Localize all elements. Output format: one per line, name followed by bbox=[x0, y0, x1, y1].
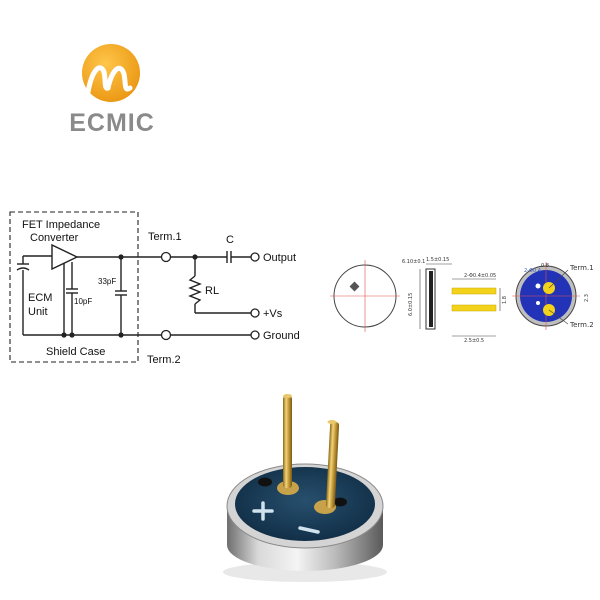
microphone-photo bbox=[223, 394, 387, 582]
pin-left-tip bbox=[283, 394, 292, 398]
dim-line bbox=[548, 269, 569, 289]
junction-dot bbox=[61, 332, 67, 338]
dim-width-label: 6.10±0.1 bbox=[402, 259, 425, 265]
back-view: 2-Φ0.4 0.8 2.3 Term.1 Term.2 bbox=[512, 262, 594, 330]
pcb-face bbox=[235, 467, 375, 541]
pin-right bbox=[325, 422, 340, 509]
ground-via bbox=[535, 283, 541, 289]
term2-terminal bbox=[160, 329, 172, 341]
converter-label-2: Converter bbox=[30, 232, 79, 244]
junction-dot bbox=[118, 332, 124, 338]
term2-label: Term.2 bbox=[147, 354, 181, 366]
dim-pad-label: 2-Φ0.4 bbox=[524, 268, 541, 274]
back-term2-label: Term.2 bbox=[569, 321, 594, 329]
dim-pin-label: 2-Φ0.4±0.05 bbox=[464, 273, 496, 279]
ecm-label-1: ECM bbox=[28, 292, 52, 304]
dim-height-label: 6.0±0.15 bbox=[408, 293, 414, 316]
output-label: Output bbox=[263, 252, 296, 264]
shield-case-box bbox=[9, 211, 139, 363]
ground-terminal bbox=[250, 330, 260, 340]
dim-top-label: 0.8 bbox=[541, 263, 549, 269]
plus-mark-icon bbox=[252, 501, 274, 521]
pcb-pad-dark bbox=[258, 477, 272, 487]
shield-case-label: Shield Case bbox=[46, 346, 105, 358]
term1-terminal bbox=[160, 251, 172, 263]
junction-dot bbox=[69, 332, 75, 338]
vs-terminal bbox=[250, 308, 260, 318]
side-view: 6.10±0.1 1.5±0.15 6.0±0.15 2-Φ0.4±0.05 2… bbox=[402, 257, 508, 344]
logo-m-glyph bbox=[85, 65, 133, 95]
brand-logo: ECMIC bbox=[69, 44, 155, 137]
cap-c-label: C bbox=[226, 234, 234, 246]
term1-label: Term.1 bbox=[148, 231, 182, 243]
minus-mark-icon bbox=[298, 526, 320, 534]
dim-thick-label: 1.5±0.15 bbox=[426, 257, 449, 263]
circuit-schematic: FET Impedance Converter ECM Unit 10pF 33… bbox=[9, 211, 300, 366]
dim-pin-len-label: 2.5±0.5 bbox=[464, 338, 484, 344]
pin-top bbox=[451, 287, 497, 295]
plus-via bbox=[536, 301, 540, 305]
rl-label: RL bbox=[205, 285, 219, 297]
pcb-pad-dark bbox=[333, 497, 347, 507]
cap-10pf-label: 10pF bbox=[74, 297, 92, 306]
dimension-drawing: 6.10±0.1 1.5±0.15 6.0±0.15 2-Φ0.4±0.05 2… bbox=[330, 257, 594, 344]
pin-right-tip bbox=[327, 420, 337, 424]
cap-33pf-label: 33pF bbox=[98, 277, 116, 286]
pin-left bbox=[283, 396, 292, 488]
front-view bbox=[330, 260, 400, 332]
dim-side-label: 2.3 bbox=[584, 294, 590, 302]
logo-text: ECMIC bbox=[69, 109, 155, 137]
dim-line bbox=[548, 309, 569, 325]
rl-resistor-symbol bbox=[188, 275, 202, 305]
dim-pin-gap-label: 1.8 bbox=[502, 296, 508, 304]
vs-label: +Vs bbox=[263, 308, 283, 320]
pin-bottom bbox=[451, 304, 497, 312]
ground-label: Ground bbox=[263, 330, 300, 342]
ecm-symbol-arc bbox=[16, 267, 30, 271]
sound-hole-marker bbox=[349, 281, 360, 292]
converter-label-1: FET Impedance bbox=[22, 219, 100, 231]
capsule-side-dark bbox=[429, 271, 433, 327]
back-term1-label: Term.1 bbox=[569, 264, 594, 272]
output-terminal bbox=[250, 252, 260, 262]
ecm-label-2: Unit bbox=[28, 306, 48, 318]
